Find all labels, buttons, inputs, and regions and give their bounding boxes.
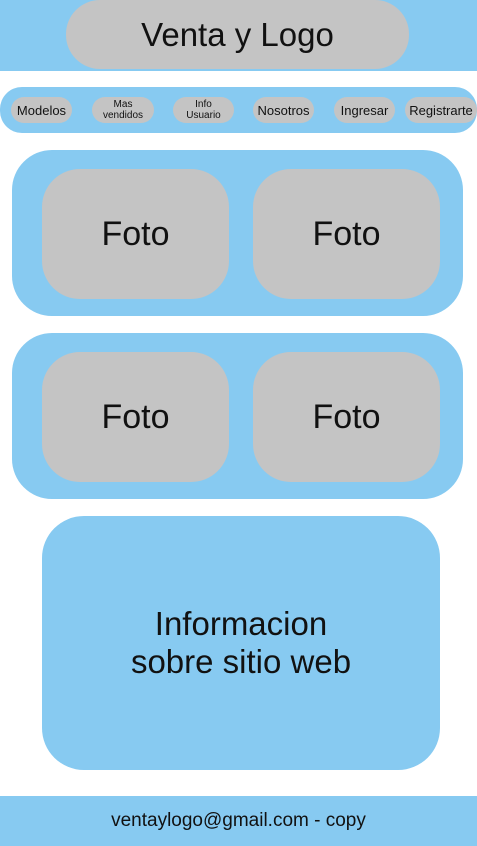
nav-item-nosotros[interactable]: Nosotros — [253, 97, 314, 123]
photo-placeholder[interactable]: Foto — [42, 169, 229, 299]
header-bar: Venta y Logo — [0, 0, 477, 71]
nav-item-mas-vendidos-line1: Mas — [113, 99, 133, 110]
nav-item-mas-vendidos-line2: vendidos — [102, 110, 144, 121]
photo-row-2: Foto Foto — [12, 333, 463, 499]
site-info-line2: sobre sitio web — [130, 643, 352, 680]
nav-item-info-usuario-line1: Info — [195, 99, 212, 110]
photo-placeholder[interactable]: Foto — [253, 169, 440, 299]
site-info-box: Informacion sobre sitio web — [42, 516, 440, 770]
nav-item-modelos[interactable]: Modelos — [11, 97, 72, 123]
nav-item-ingresar[interactable]: Ingresar — [334, 97, 395, 123]
nav-item-registrarte[interactable]: Registrarte — [405, 97, 477, 123]
footer-contact-text[interactable]: ventaylogo@gmail.com - copy — [111, 810, 366, 831]
photo-placeholder[interactable]: Foto — [42, 352, 229, 482]
nav-item-info-usuario[interactable]: Info Usuario — [173, 97, 234, 123]
footer-bar: ventaylogo@gmail.com - copy — [0, 796, 477, 846]
photo-placeholder[interactable]: Foto — [253, 352, 440, 482]
photo-row-1: Foto Foto — [12, 150, 463, 316]
site-info-line1: Informacion — [154, 605, 328, 642]
nav-item-mas-vendidos[interactable]: Mas vendidos — [92, 97, 154, 123]
site-logo[interactable]: Venta y Logo — [66, 0, 409, 69]
nav-item-info-usuario-line2: Usuario — [186, 110, 221, 121]
nav-bar: Modelos Mas vendidos Info Usuario Nosotr… — [0, 87, 477, 133]
